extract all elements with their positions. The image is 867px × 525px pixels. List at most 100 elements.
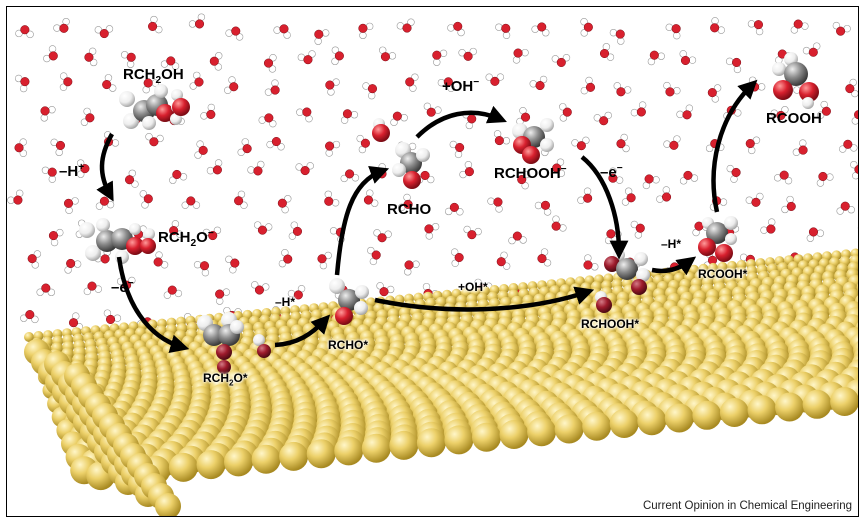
oxygen-atom bbox=[199, 261, 210, 271]
oxygen-atom bbox=[520, 112, 531, 122]
hydrogen-atom bbox=[495, 23, 503, 31]
water-molecule bbox=[405, 73, 419, 92]
water-molecule bbox=[792, 139, 808, 156]
gold-atom bbox=[334, 436, 364, 466]
hydrogen-atom bbox=[59, 83, 68, 91]
hydrogen-atom bbox=[725, 233, 737, 245]
gold-atom bbox=[196, 450, 226, 480]
oxygen-atom bbox=[140, 238, 156, 254]
water-molecule bbox=[83, 281, 103, 296]
water-molecule bbox=[781, 195, 796, 214]
hydrogen-atom bbox=[495, 205, 503, 213]
water-molecule bbox=[325, 78, 340, 96]
reaction-molecules bbox=[79, 52, 819, 374]
oxygen-atom bbox=[215, 289, 225, 299]
water-molecule bbox=[495, 23, 511, 40]
water-molecule bbox=[679, 170, 699, 185]
gold-atom bbox=[856, 283, 858, 293]
hydrogen-atom bbox=[200, 112, 208, 120]
oxygen-atom bbox=[753, 20, 763, 30]
water-molecule bbox=[747, 20, 764, 36]
arrow-label-minus-e-2: –e− bbox=[600, 163, 623, 181]
hydrogen-atom bbox=[119, 91, 135, 107]
hydrogen-atom bbox=[85, 245, 101, 261]
hydrogen-atom bbox=[366, 189, 374, 197]
oxygen-atom bbox=[821, 106, 831, 116]
hydrogen-atom bbox=[463, 225, 471, 234]
oxygen-atom bbox=[334, 51, 344, 61]
water-molecule bbox=[20, 310, 39, 324]
oxygen-atom bbox=[124, 175, 135, 185]
oxygen-atom bbox=[522, 146, 540, 164]
water-molecule bbox=[774, 170, 793, 185]
oxygen-atom bbox=[194, 19, 205, 29]
hydrogen-atom bbox=[534, 201, 543, 210]
water-molecule bbox=[202, 226, 222, 241]
hydrogen-atom bbox=[604, 111, 612, 120]
water-molecule bbox=[593, 111, 612, 126]
water-molecule bbox=[508, 231, 527, 245]
gold-atom bbox=[155, 493, 181, 516]
hydrogen-atom bbox=[240, 201, 248, 209]
hydrogen-atom bbox=[663, 140, 671, 148]
oxygen-atom bbox=[270, 85, 280, 95]
hydrogen-atom bbox=[7, 196, 15, 204]
oxygen-atom bbox=[229, 82, 239, 92]
oxygen-atom bbox=[314, 29, 324, 39]
water-molecule bbox=[432, 49, 448, 66]
hydrogen-atom bbox=[115, 250, 129, 264]
water-molecule bbox=[390, 111, 408, 127]
hydrogen-atom bbox=[679, 177, 688, 185]
oxygen-atom bbox=[371, 250, 381, 260]
oxygen-atom bbox=[84, 52, 94, 62]
water-molecule bbox=[14, 74, 30, 93]
hydrogen-atom bbox=[851, 89, 858, 98]
oxygen-atom bbox=[208, 231, 218, 241]
hydrogen-atom bbox=[284, 195, 292, 203]
label-rcooh-star: RCOOH* bbox=[698, 267, 748, 281]
water-molecule bbox=[531, 22, 550, 37]
oxygen-atom bbox=[367, 84, 378, 94]
oxygen-atom bbox=[661, 192, 672, 202]
hydrogen-atom bbox=[665, 23, 673, 32]
molecule-oh-star-1 bbox=[253, 334, 271, 358]
water-molecule bbox=[858, 58, 859, 71]
oxygen-atom bbox=[843, 139, 853, 149]
carbon-atom bbox=[616, 258, 638, 280]
oxygen-atom bbox=[100, 254, 110, 264]
water-molecule bbox=[273, 24, 291, 39]
hydrogen-atom bbox=[557, 169, 565, 178]
hydrogen-atom bbox=[748, 146, 756, 155]
water-molecule bbox=[169, 169, 188, 184]
label-rcho: RCHO bbox=[387, 201, 432, 218]
hydrogen-atom bbox=[416, 148, 430, 162]
water-molecule bbox=[215, 288, 231, 305]
hydrogen-atom bbox=[790, 26, 799, 34]
oxygen-atom bbox=[263, 58, 274, 68]
hydrogen-atom bbox=[216, 297, 224, 305]
hydrogen-atom bbox=[423, 102, 432, 111]
gold-atom bbox=[858, 267, 859, 280]
oxygen-atom bbox=[59, 23, 69, 33]
oxygen-atom bbox=[253, 166, 263, 176]
hydrogen-atom bbox=[253, 334, 265, 346]
water-molecule bbox=[120, 51, 136, 68]
water-molecule bbox=[263, 54, 277, 73]
water-molecule bbox=[266, 136, 285, 151]
water-molecule bbox=[790, 19, 809, 34]
water-molecule bbox=[832, 21, 851, 36]
gold-atom bbox=[609, 409, 639, 438]
hydrogen-atom bbox=[53, 24, 61, 32]
journal-credit: Current Opinion in Chemical Engineering bbox=[642, 500, 852, 512]
hydrogen-atom bbox=[407, 18, 415, 26]
gold-atom bbox=[224, 447, 253, 477]
hydrogen-atom bbox=[816, 111, 825, 119]
oxygen-atom bbox=[583, 22, 593, 32]
gold-atom bbox=[582, 411, 612, 441]
hydrogen-atom bbox=[839, 145, 847, 153]
hydrogen-atom bbox=[201, 268, 210, 277]
hydrogen-atom bbox=[826, 173, 834, 181]
water-molecule bbox=[512, 48, 529, 64]
hydrogen-atom bbox=[392, 163, 406, 177]
hydrogen-atom bbox=[213, 226, 222, 235]
